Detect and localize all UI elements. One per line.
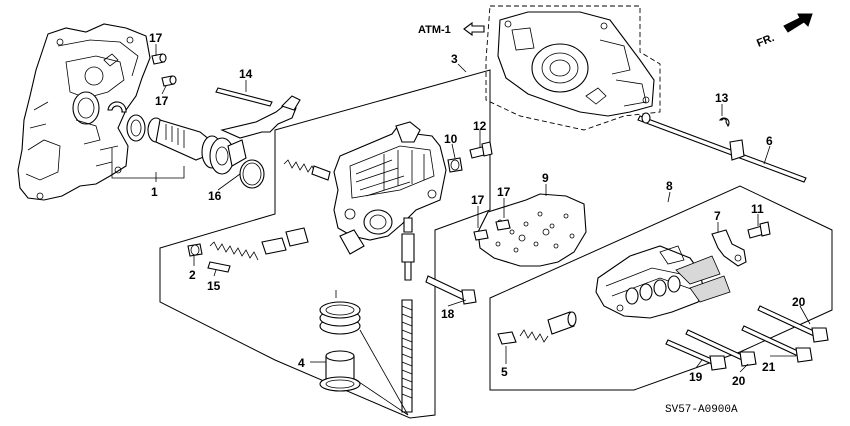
bolt-20-lower [685,329,757,367]
callout-19: 19 [689,370,703,384]
bolt-bracket [747,221,771,239]
main-valve-body [333,121,447,255]
leader-lines [155,44,811,373]
valve-body-box [159,69,491,419]
callout-7: 7 [714,209,721,223]
plug [447,157,463,173]
callout-18: 18 [441,307,455,321]
callouts: 1 2 3 4 5 6 7 8 9 10 11 12 13 14 15 16 1… [149,31,806,388]
bolt-21 [741,325,813,363]
callout-11: 11 [751,202,764,216]
front-direction-arrow [783,13,813,33]
callout-4: 4 [298,356,305,370]
callout-20-lower: 20 [732,374,746,388]
dowel-pins-left [151,53,177,87]
callout-14: 14 [239,67,253,81]
callout-1: 1 [151,185,158,199]
callout-16: 16 [208,189,222,203]
clip [718,117,730,128]
callout-13: 13 [715,91,729,105]
shaft-assembly [107,101,247,175]
small-cap [187,243,203,257]
callout-17-b: 17 [155,94,169,108]
reference-arrow [463,21,485,37]
callout-17-d: 17 [497,185,511,199]
roller-pin [207,261,231,273]
dowel-pins-right [473,219,511,241]
callout-20-upper: 20 [792,295,806,309]
bolt-long [425,275,477,305]
accumulator-spring [319,301,361,335]
atm-inset-boundary [485,5,661,131]
bolt-19 [665,339,727,371]
control-shaft [637,112,807,183]
callout-5: 5 [501,365,508,379]
long-spring [401,299,413,413]
callout-8: 8 [666,179,673,193]
reference-label: ATM-1 [418,24,451,36]
front-direction-label: FR. [755,32,776,50]
rod [215,87,273,107]
item-4-leaders [335,290,409,416]
vertical-valve [401,217,415,281]
secondary-valve-body [595,245,731,319]
transmission-case [497,11,655,117]
transmission-housing [17,23,151,201]
spool-valve-left [209,159,331,261]
callout-3: 3 [451,52,458,66]
filter-plug [497,331,517,345]
accumulator-piston [319,350,361,392]
callout-10: 10 [444,132,458,146]
o-ring [239,159,265,189]
secondary-valve-body-box [489,185,833,391]
bolt-20-upper [757,305,829,343]
callout-17-c: 17 [471,193,485,207]
callout-12: 12 [473,119,487,133]
bolt-small [469,141,493,159]
callout-6: 6 [766,134,773,148]
callout-17-a: 17 [149,31,163,45]
callout-21: 21 [762,360,776,374]
separator-plate [477,193,587,267]
diagram-code: SV57-A0900A [665,404,738,416]
callout-15: 15 [207,279,221,293]
callout-2: 2 [189,268,196,282]
item-1-bracket [111,148,185,179]
bracket [711,229,747,267]
spool-valve-right [519,311,577,343]
callout-9: 9 [542,171,549,185]
shift-lever [220,95,301,139]
